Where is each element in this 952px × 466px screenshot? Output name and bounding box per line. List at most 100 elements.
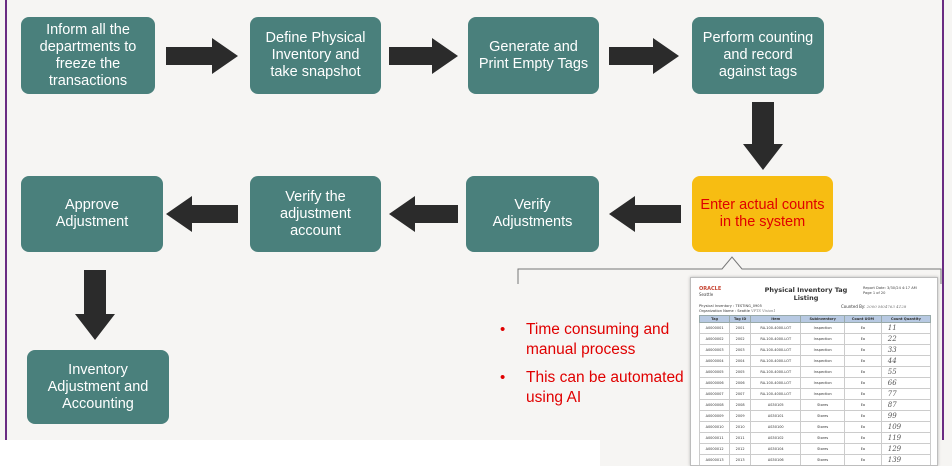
table-cell: Ea (844, 410, 882, 422)
table-cell: Ea (844, 377, 882, 389)
handwritten-organization: VPTS Vision1 (751, 309, 776, 313)
notes-list: • Time consuming and manual process • Th… (500, 320, 690, 416)
column-header: Tag (698, 315, 731, 323)
count-quantity-cell: 44 (880, 355, 932, 367)
table-cell: Ea (844, 344, 882, 356)
counted-by-label: Counted By: (841, 304, 866, 309)
step-inform-departments: Inform all the departments to freeze the… (21, 17, 155, 94)
table-cell: 2013 (729, 454, 752, 465)
table-cell: AS50102 (750, 432, 802, 444)
counted-by-value: 2000 M04763 4128 (866, 304, 907, 309)
counted-by: Counted By: 2000 M04763 4128 (841, 304, 906, 309)
note-text: Time consuming and manual process (526, 321, 670, 358)
table-cell: Ea (844, 399, 882, 411)
table-cell: AS50100 (750, 421, 802, 433)
count-quantity-cell: 66 (880, 377, 932, 389)
table-cell: 2007 (729, 388, 752, 400)
note-item: • This can be automated using AI (500, 368, 690, 408)
page-label: Page 1 of 20 (863, 291, 886, 295)
document-meta: Report Date: 3/30/24 4:17 AM Page 1 of 2… (863, 286, 917, 296)
table-cell: Inspection (800, 344, 845, 356)
count-quantity-cell: 55 (880, 366, 932, 378)
table-cell: RA-100-4000-LOT (750, 344, 802, 356)
note-text: This can be automated using AI (526, 369, 684, 406)
table-cell: Stores (800, 432, 845, 444)
physical-inventory-label: Physical Inventory : (699, 304, 735, 308)
count-quantity-cell: 139 (880, 454, 932, 465)
bottom-blank-area (0, 440, 600, 466)
table-cell: 2001 (729, 322, 752, 334)
table-cell: Inspection (800, 377, 845, 389)
document-info: Physical Inventory : TESTING_0905 Organi… (699, 304, 776, 314)
arrow-right-3 (609, 38, 679, 74)
arrow-right-1 (166, 38, 238, 74)
table-cell: AS50106 (750, 454, 802, 465)
tag-table-header: Tag Tag ID Item Subinventory Count UOM C… (698, 315, 932, 323)
table-cell: RA-100-4000-LOT (750, 388, 802, 400)
table-cell: Ea (844, 443, 882, 455)
table-cell: Inspection (800, 388, 845, 400)
table-cell: Ea (844, 355, 882, 367)
table-cell: RA-100-4000-LOT (750, 366, 802, 378)
table-cell: A0000001 (698, 322, 731, 334)
table-cell: Inspection (800, 355, 845, 367)
report-date-value: 3/30/24 4:17 AM (887, 286, 917, 290)
count-quantity-cell: 129 (880, 443, 932, 455)
table-cell: Ea (844, 322, 882, 334)
arrow-left-2 (389, 196, 458, 232)
bullet-dot-icon: • (500, 321, 506, 338)
table-cell: Ea (844, 333, 882, 345)
table-cell: Inspection (800, 366, 845, 378)
bullet-dot-icon: • (500, 369, 506, 386)
count-quantity-cell: 33 (880, 344, 932, 356)
table-cell: A0000003 (698, 344, 731, 356)
physical-inventory-value: TESTING_0905 (735, 304, 762, 308)
table-cell: RA-100-4000-LOT (750, 355, 802, 367)
count-quantity-cell: 77 (880, 388, 932, 400)
table-cell: Ea (844, 432, 882, 444)
table-cell: Ea (844, 388, 882, 400)
table-cell: 2010 (729, 421, 752, 433)
oracle-logo: ORACLE (699, 286, 722, 292)
table-cell: 2008 (729, 399, 752, 411)
table-cell: Ea (844, 366, 882, 378)
count-quantity-cell: 109 (880, 421, 932, 433)
arrow-left-3 (166, 196, 238, 232)
table-cell: A0000008 (698, 399, 731, 411)
count-quantity-cell: 11 (880, 322, 932, 334)
step-enter-actual-counts: Enter actual counts in the system (692, 176, 833, 252)
table-cell: A0000011 (698, 432, 731, 444)
table-cell: RA-100-4000-LOT (750, 322, 802, 334)
arrow-down-1 (743, 102, 783, 170)
table-cell: Stores (800, 421, 845, 433)
table-cell: AS50105 (750, 399, 802, 411)
table-cell: 2004 (729, 355, 752, 367)
column-header: Item (750, 315, 802, 323)
organization-value: Seattle (737, 309, 750, 313)
table-cell: RA-100-4000-LOT (750, 377, 802, 389)
table-cell: A0000004 (698, 355, 731, 367)
table-cell: Ea (844, 421, 882, 433)
column-header: Tag ID (729, 315, 752, 323)
logo-subtitle: Seattle (699, 292, 714, 297)
table-cell: A0000002 (698, 333, 731, 345)
step-verify-adjustments: Verify Adjustments (466, 176, 599, 252)
table-cell: 2006 (729, 377, 752, 389)
table-cell: 2009 (729, 410, 752, 422)
table-cell: A0000010 (698, 421, 731, 433)
table-cell: Ea (844, 454, 882, 465)
report-date-label: Report Date: (863, 286, 886, 290)
step-inventory-accounting: Inventory Adjustment and Accounting (27, 350, 169, 424)
table-cell: RA-100-4000-LOT (750, 333, 802, 345)
arrow-down-2 (75, 270, 115, 340)
